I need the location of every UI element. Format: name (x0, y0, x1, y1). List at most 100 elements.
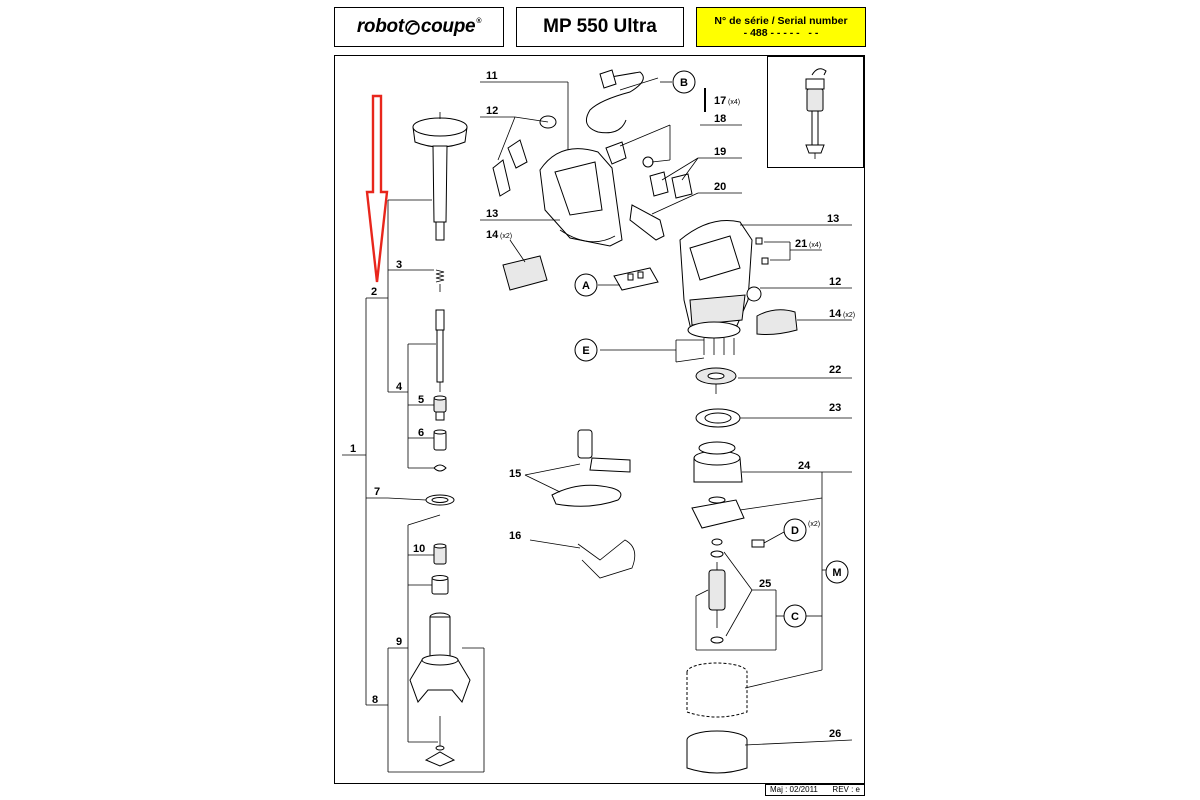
clamp-part-20 (629, 204, 665, 241)
label-3: 3 (396, 259, 402, 271)
label-14b-qty: (x2) (843, 312, 855, 319)
connector-part-19 (649, 171, 693, 199)
right-leader-lines (695, 224, 853, 746)
label-1: 1 (350, 443, 356, 455)
left-leader-lines (342, 199, 485, 773)
label-14a: 14 (486, 229, 499, 241)
label-14b: 14 (829, 308, 842, 320)
label-D: D (791, 525, 799, 537)
screw-part-21 (755, 237, 769, 265)
clip-part-18 (605, 141, 654, 168)
label-21-qty: (x4) (809, 242, 821, 249)
wiring-part-E (703, 338, 735, 355)
brush-part-D (751, 539, 765, 548)
label-D-qty: (x2) (808, 521, 820, 528)
model-title: MP 550 Ultra (543, 16, 657, 37)
label-21: 21 (795, 238, 807, 250)
wire-clip-part-16 (577, 539, 636, 579)
handle-half-part-13 (539, 148, 623, 247)
label-12b: 12 (829, 276, 841, 288)
label-24: 24 (798, 460, 811, 472)
registered-mark: ® (476, 18, 482, 25)
label-B: B (680, 77, 688, 89)
blade-part-8 (424, 716, 456, 767)
label-17-qty: (x4) (728, 99, 740, 106)
handle-assembly-part-13b (679, 219, 753, 339)
brand-logo-left: robot (356, 16, 404, 37)
label-26: 26 (829, 728, 841, 740)
label-15: 15 (509, 468, 521, 480)
callout-circle-C (783, 604, 807, 628)
label-25: 25 (759, 578, 771, 590)
callout-circles (574, 70, 849, 628)
bearing-small (431, 575, 449, 595)
button-part-12b (746, 286, 762, 302)
bushing-part-5 (433, 395, 447, 421)
label-A: A (582, 280, 590, 292)
serial-number-value: - 488 - - - - - - - (743, 27, 819, 39)
label-20: 20 (714, 181, 726, 193)
label-2: 2 (371, 286, 377, 298)
red-arrow-icon (365, 94, 389, 283)
ring-part-23 (695, 408, 741, 428)
label-13a: 13 (486, 208, 498, 220)
driveshaft-part-4 (435, 309, 445, 392)
callout-circle-A (574, 273, 598, 297)
label-14a-qty: (x2) (500, 233, 512, 240)
label-11: 11 (486, 70, 498, 82)
label-23: 23 (829, 402, 841, 414)
washer-part-7 (425, 494, 455, 506)
clip-small (433, 464, 447, 472)
label-16: 16 (509, 530, 521, 542)
serial-number-box: N° de série / Serial number - 488 - - - … (696, 7, 866, 47)
label-4: 4 (396, 381, 403, 393)
label-C: C (791, 611, 799, 623)
brand-logo-box: robot coupe ® (334, 7, 504, 47)
housing-part-24 (691, 441, 745, 529)
label-9: 9 (396, 636, 402, 648)
callout-circle-E (574, 338, 598, 362)
power-cable-part-B (585, 69, 644, 134)
label-13b: 13 (827, 213, 839, 225)
label-19: 19 (714, 146, 726, 158)
label-M: M (832, 567, 841, 579)
center-leader-lines (480, 77, 742, 549)
revision-footer: Maj : 02/2011 REV : e (765, 784, 865, 796)
callout-circle-M (825, 560, 849, 584)
serial-number-label: N° de série / Serial number (714, 15, 848, 27)
spring-part-3 (435, 269, 445, 292)
label-22: 22 (829, 364, 841, 376)
foot-part-9 (409, 612, 471, 703)
grip-part-14 (502, 255, 548, 291)
revision: REV : e (832, 785, 860, 794)
label-12a: 12 (486, 105, 498, 117)
blender-thumbnail-icon (805, 68, 827, 159)
swirl-icon (405, 19, 420, 35)
stator-part (686, 662, 748, 718)
shaft-part-2 (412, 112, 468, 241)
switch-part-A (613, 267, 659, 291)
label-8: 8 (372, 694, 378, 706)
callout-circle-B (672, 70, 696, 94)
label-7: 7 (374, 486, 380, 498)
label-10: 10 (413, 543, 425, 555)
shell-part-26 (686, 730, 748, 774)
brand-logo-right: coupe (420, 16, 476, 37)
label-6: 6 (418, 427, 424, 439)
diagram-frame (334, 55, 865, 784)
label-5: 5 (418, 394, 424, 406)
grip-part-14b (756, 309, 798, 335)
callout-circle-D (783, 518, 807, 542)
key-part-15 (551, 429, 631, 507)
update-date: Maj : 02/2011 (770, 785, 818, 794)
bushing-part-6 (433, 429, 447, 451)
bushing-part-10 (433, 543, 447, 565)
model-title-box: MP 550 Ultra (516, 7, 684, 47)
label-E: E (582, 345, 589, 357)
brand-logo: robot coupe ® (356, 16, 482, 38)
label-18: 18 (714, 113, 726, 125)
gear-part-22 (695, 367, 737, 394)
product-thumbnail (767, 56, 864, 168)
label-17: 17 (714, 95, 726, 107)
